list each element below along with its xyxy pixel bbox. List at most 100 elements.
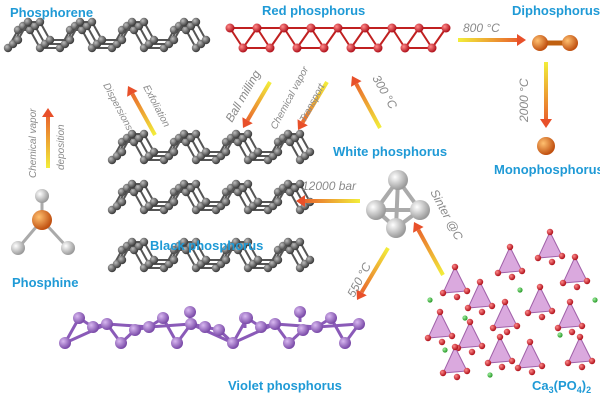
atom	[554, 324, 562, 332]
atom	[213, 324, 225, 336]
atom	[253, 147, 263, 157]
arrow-head	[296, 195, 305, 207]
arrow-head	[517, 34, 526, 46]
atom	[559, 279, 567, 287]
atom	[149, 147, 159, 157]
atom	[557, 332, 563, 338]
bond	[316, 322, 360, 329]
atom	[583, 277, 591, 285]
phosphate-tetrahedron	[497, 245, 523, 274]
atom	[295, 129, 305, 139]
atom	[169, 197, 179, 207]
phosphate-tetrahedron	[442, 345, 468, 374]
phosphate-tetrahedron	[517, 340, 543, 369]
atom	[508, 357, 516, 365]
atom	[179, 17, 189, 27]
atom	[241, 312, 253, 324]
atom	[532, 35, 548, 51]
atom	[185, 318, 197, 330]
atom	[279, 23, 289, 33]
atom	[191, 129, 201, 139]
atom	[573, 283, 581, 291]
atom	[139, 17, 149, 27]
atom	[387, 23, 397, 33]
atom	[518, 267, 526, 275]
atom	[87, 321, 99, 333]
atom	[127, 179, 137, 189]
arrow-white-to-red	[350, 76, 382, 129]
atom	[221, 147, 231, 157]
atom	[11, 241, 25, 255]
bond	[148, 322, 192, 329]
arrow-shaft	[416, 228, 445, 276]
atom	[273, 255, 283, 265]
arrow-head	[356, 289, 367, 300]
atom	[564, 359, 572, 367]
bond	[274, 322, 318, 329]
atom	[221, 197, 231, 207]
arrow-shaft	[300, 80, 329, 124]
atom	[127, 129, 137, 139]
arrow-head	[350, 76, 362, 87]
phosphate-tetrahedron	[487, 335, 513, 364]
atom	[386, 218, 406, 238]
atom	[139, 129, 149, 139]
atom	[526, 338, 534, 346]
atom	[353, 318, 365, 330]
atom	[201, 197, 211, 207]
arrow-shaft	[359, 246, 390, 294]
violet-phosphorus-structure	[59, 306, 365, 349]
atom	[191, 237, 201, 247]
label-phosphorene: Phosphorene	[10, 5, 93, 20]
atom	[273, 147, 283, 157]
atom	[265, 43, 275, 53]
atom	[464, 304, 472, 312]
phosphate-tetrahedron	[492, 300, 518, 329]
atom	[59, 337, 71, 349]
black-phosphorus-layer-3	[107, 237, 315, 273]
atom	[494, 269, 502, 277]
atom	[513, 322, 521, 330]
atom	[468, 348, 476, 356]
atom	[225, 23, 235, 33]
label-white-phosphorus: White phosphorus	[333, 144, 447, 159]
atom	[115, 337, 127, 349]
atom	[538, 362, 546, 370]
atom	[191, 179, 201, 189]
atom	[373, 43, 383, 53]
atom	[127, 17, 137, 27]
arrow-diphosphorus-to-monophosphorus	[540, 62, 552, 128]
atom	[453, 373, 461, 381]
phosphate-tetrahedron	[467, 280, 493, 309]
atom	[400, 43, 410, 53]
atom	[201, 255, 211, 265]
atom	[273, 197, 283, 207]
black-phosphorus-layer-1	[107, 129, 315, 165]
atom	[61, 241, 75, 255]
atom	[97, 35, 107, 45]
atom	[498, 363, 506, 371]
atom	[325, 312, 337, 324]
atom	[297, 324, 309, 336]
arrow-phosphine-to-phosphorene	[42, 108, 54, 168]
arrow-white-to-violet	[356, 246, 390, 300]
atom	[294, 306, 306, 318]
atom	[478, 308, 486, 316]
atom	[292, 43, 302, 53]
calcium-phosphate-structure	[424, 228, 598, 381]
atom	[87, 17, 97, 27]
atom	[588, 357, 596, 365]
label-phosphine: Phosphine	[12, 275, 78, 290]
phosphate-tetrahedron	[557, 300, 583, 329]
atom	[536, 283, 544, 291]
arrow-red-to-black-cvt	[297, 80, 329, 130]
atom	[201, 147, 211, 157]
atom	[478, 342, 486, 350]
atom	[571, 253, 579, 261]
atom	[451, 343, 459, 351]
atom	[438, 338, 446, 346]
atom	[451, 263, 459, 271]
atom	[496, 333, 504, 341]
atom	[75, 17, 85, 27]
